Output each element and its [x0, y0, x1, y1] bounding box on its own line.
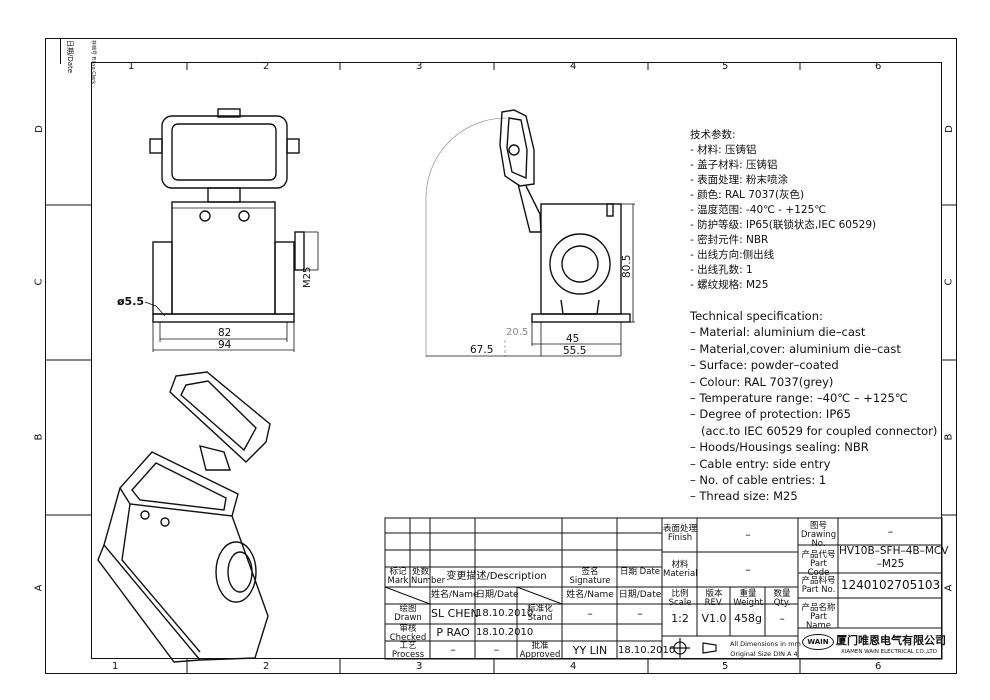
tech-cn-2: - 盖子材料: 压铸铝: [690, 159, 778, 171]
tech-en-7: (acc.to IEC 60529 for coupled connector): [690, 423, 938, 438]
tech-en-0: Technical specification:: [690, 309, 823, 323]
tb-date-header: 日期/Date: [476, 590, 519, 600]
tb-process-name: –: [450, 643, 456, 656]
side-depth-67: 67.5: [470, 344, 494, 356]
tech-cn-9: - 出线孔数: 1: [690, 264, 753, 276]
grid-bottom-3: 3: [416, 661, 423, 672]
tech-en-10: – No. of cable entries: 1: [690, 473, 827, 488]
tech-en-3: – Surface: powder–coated: [690, 358, 839, 373]
tb-drawn: 绘图 Drawn: [394, 604, 422, 623]
tech-en-2: – Material,cover: aluminium die–cast: [690, 341, 901, 356]
tb-rev-value: V1.0: [701, 612, 727, 625]
tb-drawing-no-value: –: [887, 525, 894, 538]
tb-checked-date: 18.10.2010: [476, 627, 534, 638]
tb-checked-name: P RAO: [436, 626, 470, 639]
drawing-outer-frame: [45, 38, 957, 674]
grid-top-3: 3: [416, 61, 423, 72]
grid-top-4: 4: [570, 61, 577, 72]
tb-stand-date: –: [637, 607, 643, 620]
grid-top-5: 5: [722, 61, 729, 72]
tb-part-no-value: 1240102705103: [840, 578, 941, 592]
tb-qty: 数量 Qty.: [773, 589, 791, 608]
tb-stand: 标准化 Stand: [527, 604, 553, 623]
tb-qty-value: –: [779, 612, 785, 625]
tech-en-1: – Material: aluminium die–cast: [690, 325, 866, 340]
tb-weight-value: 458g: [734, 612, 762, 625]
tech-cn-0: 技术参数:: [690, 129, 736, 141]
tb-checked: 审核 Checked: [389, 624, 427, 643]
grid-top-6: 6: [875, 61, 882, 72]
tb-mark: 标记 Mark: [387, 567, 409, 586]
tb-finish: 表面处理 Finish: [663, 524, 698, 543]
tech-spec-block: 技术参数: - 材料: 压铸铝 - 盖子材料: 压铸铝 - 表面处理: 粉末喷涂…: [690, 128, 937, 505]
tb-process: 工艺 Process: [391, 641, 425, 660]
tb-date: 日期 Date: [619, 567, 661, 577]
tb-material-value: –: [745, 563, 751, 576]
tech-cn-5: - 温度范围: -40℃ - +125℃: [690, 204, 827, 216]
tb-part-name: 产品名称 Part Name: [801, 603, 836, 631]
tb-signature: 签名 Signature: [569, 567, 611, 586]
tb-scale: 比例 Scale: [668, 589, 692, 608]
tb-description: 变更描述/Description: [446, 571, 547, 582]
tb-material: 材料 Material: [663, 560, 698, 579]
tb-approved-date: 18.10.2010: [618, 645, 676, 656]
grid-bottom-1: 1: [112, 661, 119, 672]
tb-company-en: XIAMEN WAIN ELECTRICAL CO.,LTD: [840, 649, 938, 655]
tb-weight: 重量 Weight: [733, 589, 763, 608]
tech-cn-6: - 防护等级: IP65(联锁状态,IEC 60529): [690, 219, 877, 231]
tech-cn-4: - 颜色: RAL 7037(灰色): [690, 189, 805, 201]
tb-part-no: 产品料号 Part No.: [801, 576, 836, 595]
grid-bottom-4: 4: [570, 661, 577, 672]
tb-company-cn: 厦门唯恩电气有限公司: [836, 634, 946, 647]
tech-cn-8: - 出线方向:侧出线: [690, 249, 775, 261]
filing-stamp: 日期/Date 存档号 Filing Clerk: [60, 38, 113, 84]
tech-en-5: – Temperature range: –40℃ – +125℃: [690, 391, 908, 406]
tb-number: 处数 Number: [411, 567, 446, 586]
tb-dims-note-1: All Dimensions in mm: [730, 640, 801, 648]
tb-date-header-2: 日期/Date: [618, 590, 662, 600]
tb-part-code-value-2: –M25: [876, 558, 905, 570]
side-depth-45: 45: [566, 333, 580, 345]
tech-en-6: – Degree of protection: IP65: [690, 407, 851, 422]
tech-cn-7: - 密封元件: NBR: [690, 234, 769, 246]
tech-en-9: – Cable entry: side entry: [690, 456, 831, 471]
tb-approved: 批准 Approved: [519, 641, 561, 660]
wain-logo: WAIN: [802, 634, 834, 650]
tb-part-code-value-1: HV10B–SFH–4B–MCV: [839, 545, 949, 557]
tech-cn-10: - 螺纹规格: M25: [690, 279, 769, 291]
grid-bottom-6: 6: [875, 661, 882, 672]
tb-scale-value: 1:2: [671, 612, 689, 625]
tb-finish-value: –: [745, 528, 751, 541]
tb-drawn-name: SL CHEN: [431, 607, 479, 620]
tb-name-header-2: 姓名/Name: [566, 590, 614, 600]
tb-rev: 版本 REV.: [704, 589, 724, 608]
tech-en-11: – Thread size: M25: [690, 489, 798, 504]
tb-part-code: 产品代号 Part Code: [801, 550, 836, 578]
grid-bottom-5: 5: [722, 661, 729, 672]
tb-stand-name: –: [587, 607, 593, 620]
front-width-82: 82: [218, 327, 232, 339]
tech-cn-1: - 材料: 压铸铝: [690, 144, 757, 156]
tb-name-header: 姓名/Name: [431, 590, 479, 600]
side-depth-20: 20.5: [506, 327, 529, 338]
grid-top-2: 2: [263, 61, 270, 72]
tb-process-date: –: [493, 643, 500, 656]
tb-approved-name: YY LIN: [572, 644, 608, 657]
front-width-94: 94: [218, 339, 232, 351]
side-depth-55: 55.5: [563, 345, 587, 357]
tb-dims-note-2: Original Size DIN A 4: [730, 650, 798, 658]
tech-en-8: – Hoods/Housings sealing: NBR: [690, 440, 869, 455]
tech-cn-3: - 表面处理: 粉末喷涂: [690, 174, 789, 186]
grid-top-1: 1: [128, 61, 135, 72]
tb-drawn-date: 18.10.2010: [476, 608, 534, 619]
tb-drawing-no: 图号 Drawing No.: [800, 521, 837, 549]
tech-en-4: – Colour: RAL 7037(grey): [690, 374, 834, 389]
grid-bottom-2: 2: [263, 661, 270, 672]
front-hole-dim: ø5.5: [117, 295, 145, 308]
